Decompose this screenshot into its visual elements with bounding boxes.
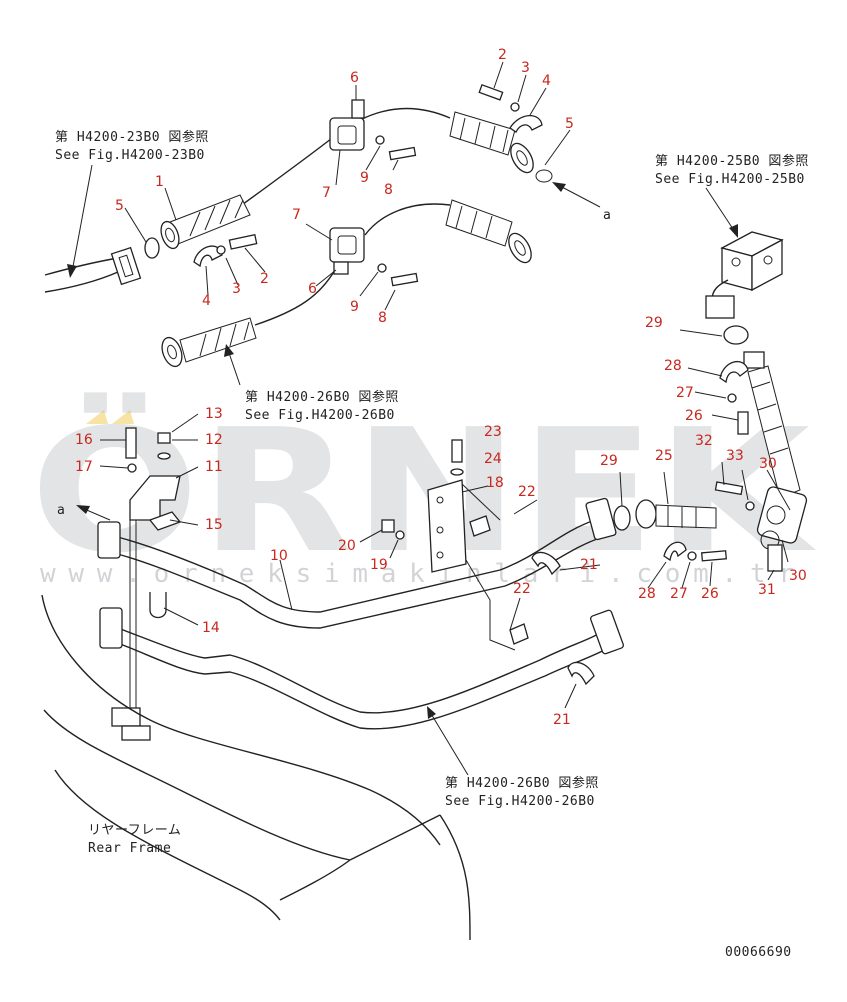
middle-clamp-assembly [329, 227, 419, 287]
callout-33: 33 [726, 448, 744, 464]
middle-hose [161, 199, 532, 368]
drawing-number: 00066690 [725, 945, 792, 960]
left-fasteners [144, 233, 258, 268]
callout-9b: 9 [350, 299, 359, 315]
callout-5b: 5 [565, 116, 574, 132]
callout-6b: 6 [308, 281, 317, 297]
callout-8b: 8 [378, 310, 387, 326]
callout-30b: 30 [789, 568, 807, 584]
callout-26a: 26 [685, 408, 703, 424]
callout-28a: 28 [664, 358, 682, 374]
callout-2b: 2 [498, 47, 507, 63]
callout-3a: 3 [232, 281, 241, 297]
right-hose [719, 351, 801, 499]
upper-clamp-assembly [329, 99, 417, 161]
pipe-from-fig23 [44, 246, 142, 293]
callout-16: 16 [75, 432, 93, 448]
callout-1: 1 [155, 174, 164, 190]
callout-27b: 27 [670, 586, 688, 602]
callout-29a: 29 [645, 315, 663, 331]
ref-fig25-en: See Fig.H4200-25B0 [655, 172, 805, 187]
ref-fig26a-jp: 第 H4200-26B0 図参照 [245, 389, 399, 405]
callout-9a: 9 [360, 170, 369, 186]
callout-18: 18 [486, 475, 504, 491]
callout-26b: 26 [701, 586, 719, 602]
callout-8a: 8 [384, 182, 393, 198]
ref-fig26a-en: See Fig.H4200-26B0 [245, 408, 395, 423]
right-fitting [714, 481, 808, 572]
callout-13: 13 [205, 406, 223, 422]
callout-4b: 4 [542, 73, 551, 89]
connector-a-left: a [57, 503, 65, 518]
callout-22b: 22 [513, 581, 531, 597]
callout-labels: 1 2 2 3 3 4 4 5 5 6 6 7 7 8 8 9 9 10 11 … [75, 47, 807, 728]
rear-frame [41, 594, 471, 941]
ref-fig23-jp: 第 H4200-23B0 図参照 [55, 129, 209, 145]
callout-2a: 2 [260, 271, 269, 287]
upper-right-fasteners [478, 83, 543, 133]
reference-notes: 第 H4200-23B0 図参照 See Fig.H4200-23B0 第 H4… [55, 129, 809, 960]
callout-7a: 7 [322, 185, 331, 201]
callout-17: 17 [75, 459, 93, 475]
callout-3b: 3 [521, 60, 530, 76]
callout-29b: 29 [600, 453, 618, 469]
watermark-url: www.orneksimakinlari.com.tr [40, 559, 800, 589]
lower-tube [99, 607, 624, 730]
ref-fig25-jp: 第 H4200-25B0 図参照 [655, 153, 809, 169]
callout-24: 24 [484, 451, 502, 467]
callout-20: 20 [338, 538, 356, 554]
lower-fasteners [663, 541, 727, 562]
callout-7b: 7 [292, 207, 301, 223]
watermark-accent-left [86, 410, 108, 424]
connector-a-right: a [603, 208, 611, 223]
ref-fig23-en: See Fig.H4200-23B0 [55, 148, 205, 163]
watermark-accent-right [112, 410, 134, 424]
callout-21b: 21 [553, 712, 571, 728]
callout-31: 31 [758, 582, 776, 598]
tube-10 [97, 497, 717, 629]
callout-4a: 4 [202, 293, 211, 309]
callout-15: 15 [205, 517, 223, 533]
callout-32: 32 [695, 433, 713, 449]
callout-23: 23 [484, 424, 502, 440]
upper-right-hose-end [449, 111, 534, 174]
callout-10: 10 [270, 548, 288, 564]
callout-28b: 28 [638, 586, 656, 602]
callout-5a: 5 [115, 198, 124, 214]
leader-lines [67, 61, 791, 776]
callout-19: 19 [370, 557, 388, 573]
callout-21a: 21 [580, 557, 598, 573]
ref-fig26b-jp: 第 H4200-26B0 図参照 [445, 775, 599, 791]
middle-bracket [381, 439, 595, 686]
callout-11: 11 [205, 459, 223, 475]
ref-fig26b-en: See Fig.H4200-26B0 [445, 794, 595, 809]
callout-30a: 30 [759, 456, 777, 472]
callout-27a: 27 [676, 385, 694, 401]
callout-25: 25 [655, 448, 673, 464]
callout-22a: 22 [518, 484, 536, 500]
ref-frame-jp: リヤーフレーム [88, 823, 181, 838]
callout-14: 14 [202, 620, 220, 636]
valve-block [705, 231, 784, 345]
ref-frame-en: Rear Frame [88, 841, 171, 856]
callout-12: 12 [205, 432, 223, 448]
upper-hose [160, 107, 451, 250]
callout-6a: 6 [350, 70, 359, 86]
